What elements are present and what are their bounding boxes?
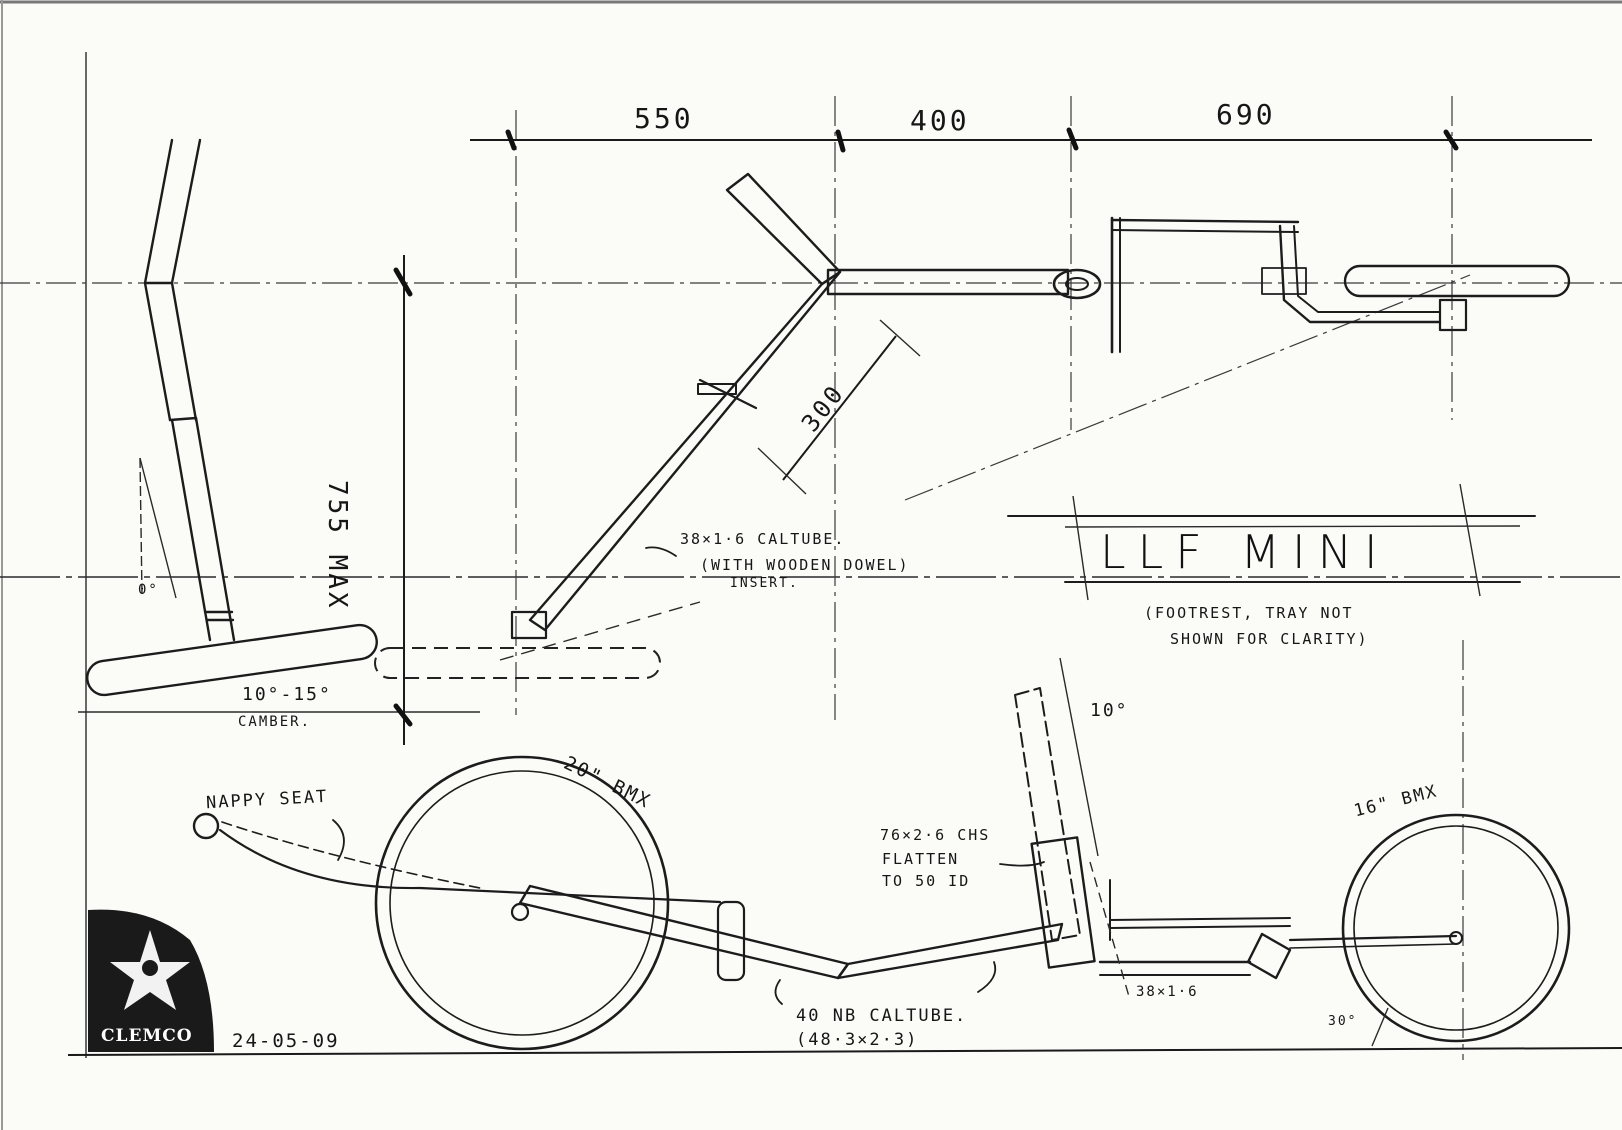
camber-angle: 10°-15° — [242, 684, 332, 705]
front-wheel-16 — [1341, 813, 1571, 1043]
dimension-400: 400 — [910, 104, 970, 137]
front-view-frame — [143, 138, 236, 642]
logo-badge — [88, 909, 214, 1052]
dimension-755-max: 755 MAX — [322, 480, 352, 611]
logo-text: CLEMCO — [101, 1026, 193, 1046]
drawing-title: LLF MINI — [1100, 525, 1390, 579]
caltube-40-label-line1: 40 NB CALTUBE. — [796, 1006, 968, 1026]
side-view-frame — [192, 657, 1463, 1047]
tube-38-label: 38×1·6 — [1136, 984, 1199, 1000]
dowel-label-line1: (WITH WOODEN DOWEL) — [700, 556, 910, 574]
boom-dimension — [757, 319, 921, 495]
title-note-line1: (FOOTREST, TRAY NOT — [1144, 604, 1354, 622]
front-view-wheel — [86, 623, 378, 697]
dimension-690: 690 — [1216, 98, 1276, 131]
angle-zero: 0° — [138, 582, 159, 598]
chs-label-line2: FLATTEN — [882, 850, 960, 868]
chs-label-line3: TO 50 ID — [882, 872, 971, 890]
chs-label-line1: 76×2·6 CHS — [880, 826, 991, 844]
caltube-38-label: 38×1·6 CALTUBE. — [680, 530, 846, 548]
rear-angle: 30° — [1328, 1014, 1358, 1029]
camber-label: CAMBER. — [238, 714, 312, 730]
top-view-frame — [510, 172, 1571, 640]
caltube-40-label-line2: (48·3×2·3) — [796, 1030, 919, 1050]
top-view-front-wheel-dashed — [374, 601, 701, 679]
construction-lines — [0, 52, 1622, 1060]
leader-lines — [332, 546, 1045, 1005]
top-dimension — [470, 127, 1592, 153]
title-note-line2: SHOWN FOR CLARITY) — [1170, 630, 1369, 648]
dimension-550: 550 — [634, 102, 694, 135]
dowel-label-line2: INSERT. — [730, 576, 799, 591]
title-frame — [1007, 483, 1536, 601]
rear-wheel-20 — [374, 755, 670, 1051]
drawing-date: 24-05-09 — [232, 1030, 340, 1052]
camber-lines — [139, 457, 177, 599]
height-dimension — [393, 255, 413, 745]
head-angle: 10° — [1090, 700, 1129, 721]
